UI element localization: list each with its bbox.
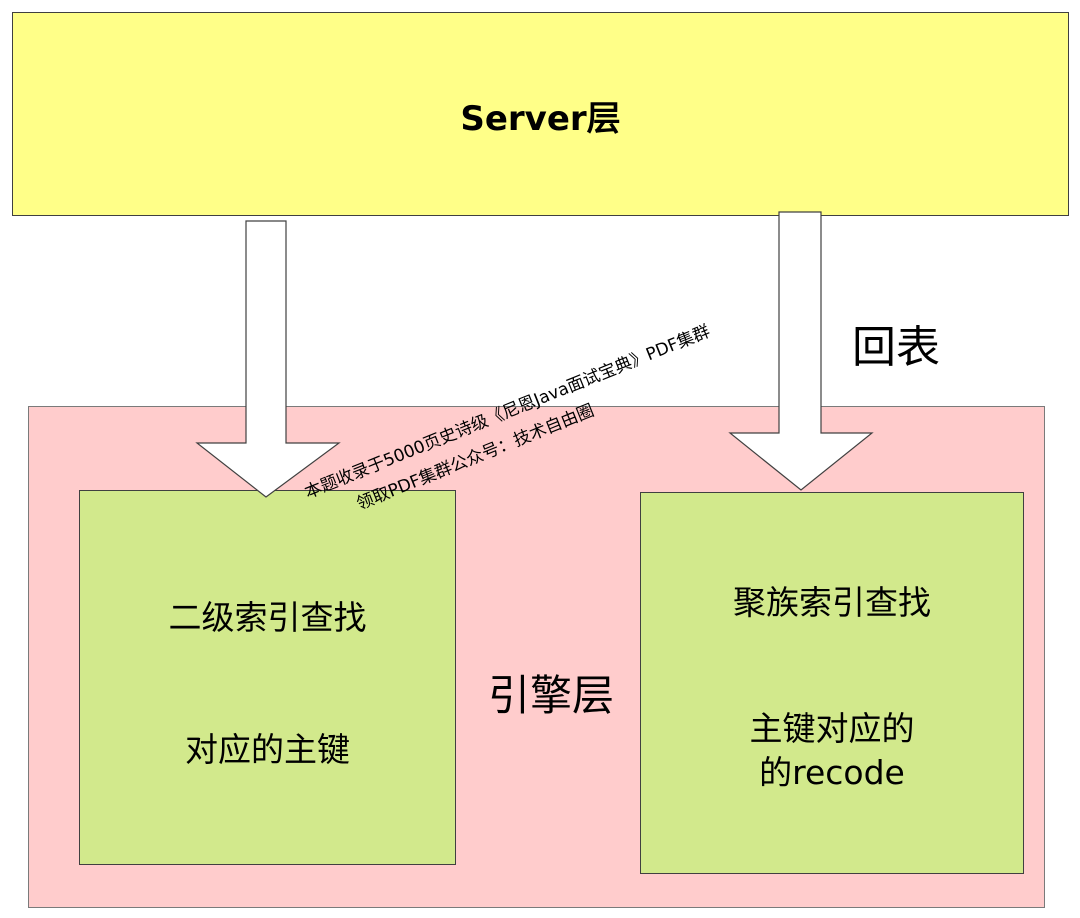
secondary-index-box: 二级索引查找 对应的主键	[79, 490, 456, 865]
clustered-index-title: 聚族索引查找	[733, 583, 931, 622]
engine-layer-label: 引擎层	[488, 671, 615, 720]
clustered-index-box: 聚族索引查找 主键对应的 的recode	[640, 492, 1024, 874]
down-arrow-right	[728, 211, 874, 491]
clustered-index-text: 主键对应的 的recode	[641, 707, 1023, 795]
secondary-index-title: 二级索引查找	[168, 598, 367, 637]
server-layer-box: Server层	[12, 12, 1069, 216]
down-arrow-left	[195, 220, 341, 498]
back-to-table-label: 回表	[852, 322, 940, 373]
secondary-index-text: 对应的主键	[185, 730, 350, 769]
clustered-index-text-line2: 的recode	[759, 753, 905, 792]
server-layer-label: Server层	[460, 98, 621, 139]
clustered-index-text-line1: 主键对应的	[749, 709, 915, 748]
